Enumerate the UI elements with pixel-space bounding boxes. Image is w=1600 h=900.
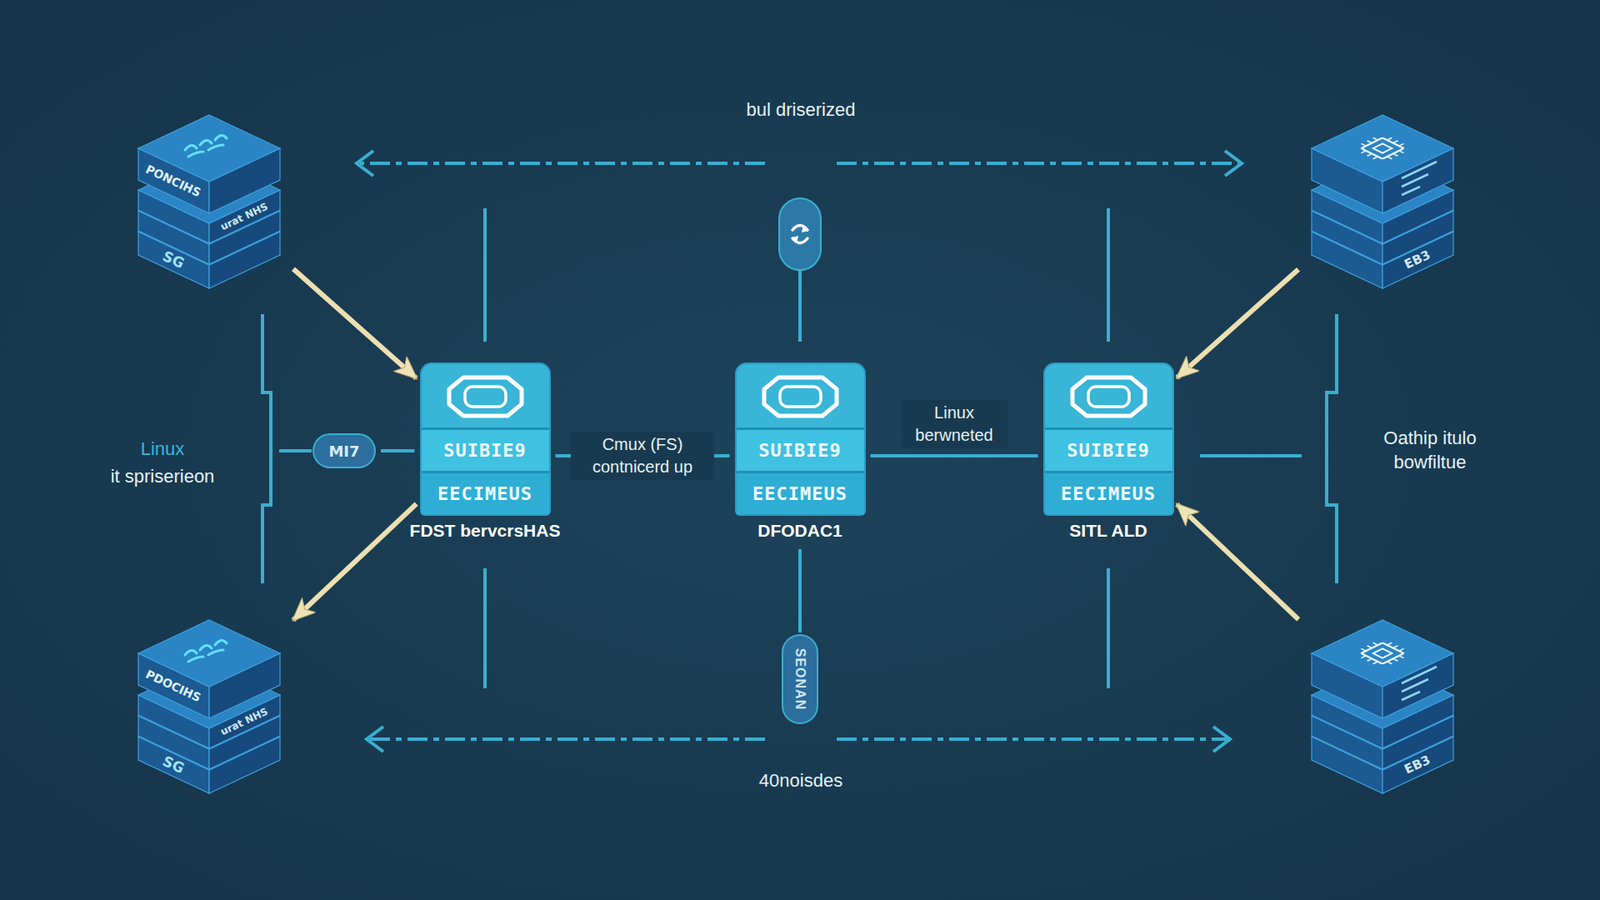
server-stack: EB3 [1303,603,1462,795]
server-stack: EB3 [1303,98,1462,290]
server-box: SUIBIE9EECIMEUSDFODAC1 [736,364,865,515]
pill-label: SEONAN [793,648,807,710]
bus-line [279,449,312,453]
box-band: SUIBIE9 [1045,427,1173,471]
text-label: Linux [140,437,185,462]
server-stack: PONCIHSurat NHSSG [130,98,289,290]
box-band: EECIMEUS [736,470,865,515]
port-pill: MI7 [314,435,375,467]
slab-top [1311,115,1454,182]
pointer-arrow [1176,269,1299,378]
pill-shape [779,198,821,270]
slab-top [1311,620,1454,687]
arrow-head [1225,150,1242,176]
box-text: EECIMEUS [1060,483,1156,505]
box-caption: FDST bervcrsHAS [410,520,561,541]
bus-lines [262,208,1337,689]
bracket [262,314,271,584]
server-stack-drawing [1303,603,1462,795]
server-stack-drawing [130,98,289,290]
server-box: SUIBIE9EECIMEUSFDST bervcrsHAS [421,364,550,515]
stack-slab [1311,620,1454,719]
port-lines [1401,666,1437,700]
box-icon [736,364,865,428]
box-band: SUIBIE9 [421,427,550,471]
bus-line [1106,208,1110,342]
bus-line [483,208,487,342]
stack-slab [138,620,280,719]
chip-icon [1351,133,1414,165]
stack-slab [138,115,280,214]
pointer-arrow [1176,504,1299,620]
text-label: Oathip itulo bowfiltue [1359,426,1501,475]
pointer-arrow [293,269,417,379]
connector-line [380,449,415,453]
bracket [1326,314,1337,584]
sync-icon-head [791,225,809,244]
stack-slab [1311,115,1454,214]
box-band: EECIMEUS [421,470,550,515]
dashed-arrow [360,161,765,165]
box-band: EECIMEUS [1045,470,1173,515]
server-box: SUIBIE9EECIMEUSSITL ALD [1045,364,1173,515]
pointer-arrow [293,504,417,620]
box-text: SUIBIE9 [1066,440,1150,461]
connector-line [870,454,1039,458]
box-text: SUIBIE9 [758,440,842,461]
port-pill: SEONAN [783,635,817,723]
bus-line [1200,454,1302,458]
connector-line [798,549,802,633]
box-text: EECIMEUS [437,483,533,505]
bus-line [483,568,487,689]
box-caption: DFODAC1 [757,520,843,541]
sync-pill [779,198,821,270]
text-label: bul driserized [746,98,856,123]
arrow-head [366,726,384,752]
connector-label: Linux berwneted [901,400,1008,449]
sync-icon [792,225,808,244]
box-band: SUIBIE9 [736,427,865,471]
box-text: SUIBIE9 [443,440,527,461]
text-label: 40noisdes [759,769,843,794]
stack-glyph [185,135,227,157]
stack-glyph [185,640,227,662]
bus-line [1106,568,1110,689]
arrow-head [1213,726,1230,752]
box-caption: SITL ALD [1069,520,1147,541]
arrow-head [356,150,374,176]
connector-label: Cmux (FS) contnicerd up [570,431,715,480]
dashed-arrow [836,737,1227,741]
bus-line [798,270,802,342]
chip-icon [1351,638,1414,670]
dashed-arrows [356,150,1242,752]
port-lines [1401,161,1437,195]
server-stack-drawing [1303,98,1462,290]
server-stack: PDOCIHSurat NHSSG [130,603,289,795]
box-icon [421,364,550,428]
box-icon [1045,364,1173,428]
dashed-arrow [836,161,1239,165]
server-stack-drawing [130,603,289,795]
box-text: EECIMEUS [752,483,848,505]
text-label: it spriserieon [110,465,215,490]
pill-label: MI7 [328,442,360,460]
dashed-arrow [370,737,765,741]
